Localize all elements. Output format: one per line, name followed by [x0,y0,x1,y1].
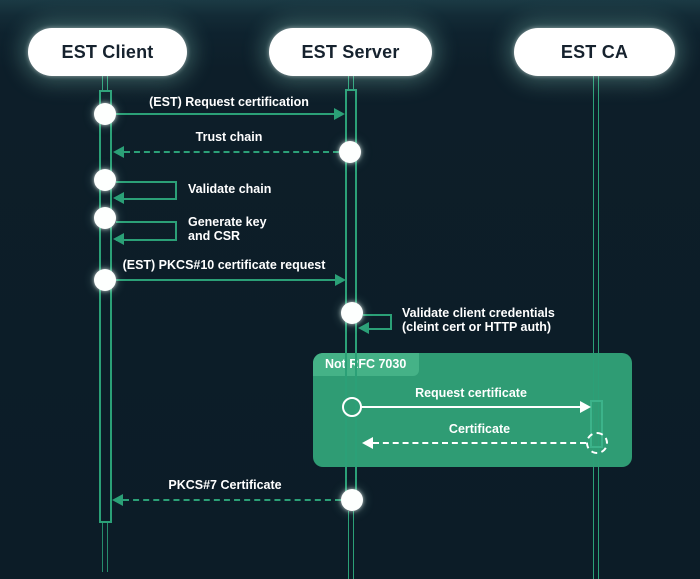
label-generate-key-csr: Generate key and CSR [188,215,267,243]
node-client-validate-chain [94,169,116,191]
label-pkcs7-certificate: PKCS#7 Certificate [168,478,282,492]
arrow-certificate [373,442,586,444]
node-server-trust-chain [339,141,361,163]
loop-generate-key-csr [116,221,177,241]
arrowhead-right-icon [335,274,346,286]
arrowhead-left-icon [113,233,124,245]
arrowhead-left-icon [112,494,123,506]
node-server-validate-credentials [341,302,363,324]
actor-est-client: EST Client [28,28,187,76]
label-validate-credentials: Validate client credentials (cleint cert… [402,306,555,334]
label-request-certificate: Request certificate [415,386,527,400]
arrowhead-left-icon [362,437,373,449]
arrow-request-certificate [361,406,580,408]
label-certificate: Certificate [448,422,511,436]
actor-est-ca-label: EST CA [560,41,629,62]
arrowhead-left-icon [113,146,124,158]
label-trust-chain: Trust chain [195,130,263,144]
arrowhead-right-icon [580,401,591,413]
node-client-generate-key [94,207,116,229]
lifeline-server-upper [348,76,354,90]
arrowhead-left-icon [358,322,369,334]
actor-est-ca: EST CA [514,28,675,76]
node-server-request-certificate-open [342,397,362,417]
label-pkcs10-request: (EST) PKCS#10 certificate request [122,258,326,272]
actor-est-server-label: EST Server [301,41,400,62]
label-request-certification: (EST) Request certification [149,95,309,109]
frame-tab-label: Not RFC 7030 [313,353,420,376]
lifeline-client-lower [102,523,108,572]
arrow-pkcs10-request [116,279,335,281]
node-client-request [94,103,116,125]
lifeline-server-lower [348,511,354,579]
arrowhead-right-icon [334,108,345,120]
node-client-pkcs10 [94,269,116,291]
node-server-pkcs7 [341,489,363,511]
node-ca-certificate-dashed [586,432,608,454]
label-validate-chain: Validate chain [188,182,272,196]
loop-validate-credentials [363,314,392,330]
arrow-pkcs7-certificate [123,499,341,501]
actor-est-server: EST Server [269,28,432,76]
actor-est-client-label: EST Client [61,41,154,62]
activation-bar-client [99,90,112,523]
loop-validate-chain [116,181,177,200]
arrow-request-certification [116,113,334,115]
lifeline-ca [593,76,599,579]
lifeline-client-upper [102,76,108,91]
arrow-trust-chain [124,151,339,153]
arrowhead-left-icon [113,192,124,204]
